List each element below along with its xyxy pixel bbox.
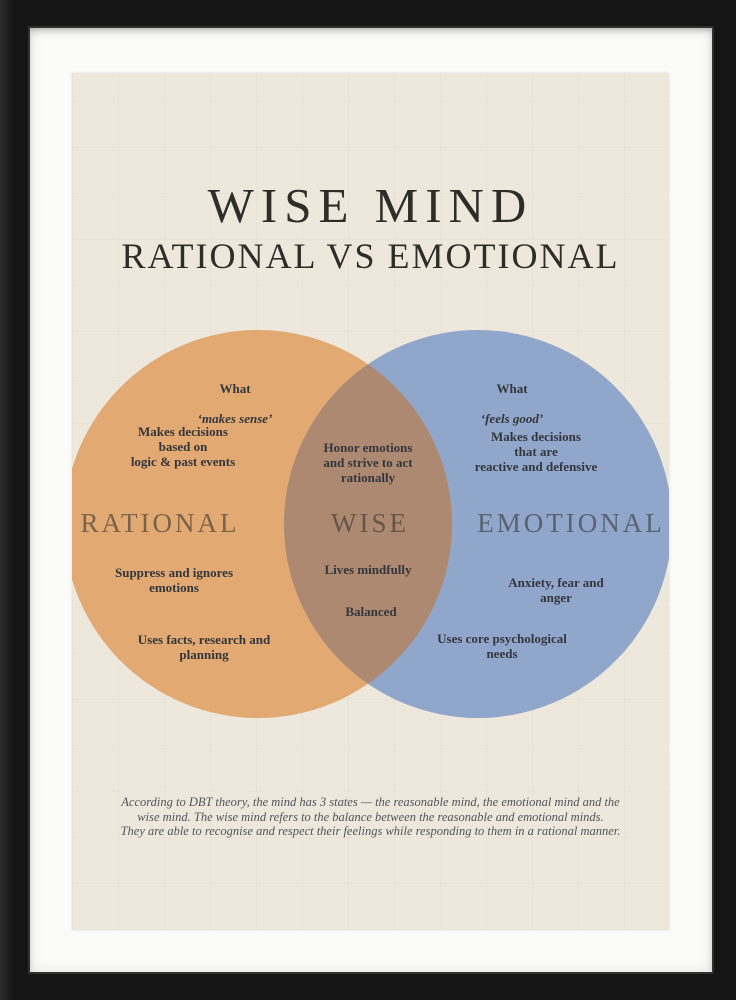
rational-zone-label: RATIONAL bbox=[80, 508, 240, 538]
venn-diagram bbox=[72, 330, 669, 718]
wise-point-mindful: Lives mindfully bbox=[324, 562, 412, 577]
rational-point-facts: Uses facts, research and planning bbox=[137, 632, 271, 662]
emotional-point-needs: Uses core psychological needs bbox=[437, 631, 567, 661]
emotional-point-decisions: Makes decisions that are reactive and de… bbox=[474, 429, 598, 474]
rational-point-suppress: Suppress and ignores emotions bbox=[114, 565, 234, 595]
rational-what-quote: ‘makes sense’ bbox=[197, 411, 273, 426]
emotional-what-label: What bbox=[496, 381, 528, 396]
emotional-what-note: What ‘feels good’ bbox=[481, 366, 543, 426]
wise-zone-label: WISE bbox=[331, 508, 409, 538]
rational-what-note: What ‘makes sense’ bbox=[198, 366, 273, 426]
frame-edge-highlight bbox=[0, 0, 14, 1000]
emotional-zone-label: EMOTIONAL bbox=[477, 508, 665, 538]
wise-overlap-lens bbox=[284, 330, 452, 718]
poster-title: WISE MIND bbox=[207, 178, 534, 233]
wise-mind-poster: WISE MIND RATIONAL VS EMOTIONAL What ‘ma… bbox=[72, 73, 669, 930]
rational-what-label: What bbox=[219, 381, 251, 396]
emotional-point-anxiety: Anxiety, fear and anger bbox=[508, 575, 604, 605]
emotional-what-quote: ‘feels good’ bbox=[480, 411, 544, 426]
dbt-theory-caption: According to DBT theory, the mind has 3 … bbox=[120, 795, 621, 838]
poster-subtitle: RATIONAL VS EMOTIONAL bbox=[121, 236, 620, 276]
rational-point-decisions: Makes decisions based on logic & past ev… bbox=[130, 424, 236, 469]
wise-point-balanced: Balanced bbox=[345, 604, 397, 619]
wise-point-honor: Honor emotions and strive to act rationa… bbox=[323, 440, 413, 485]
